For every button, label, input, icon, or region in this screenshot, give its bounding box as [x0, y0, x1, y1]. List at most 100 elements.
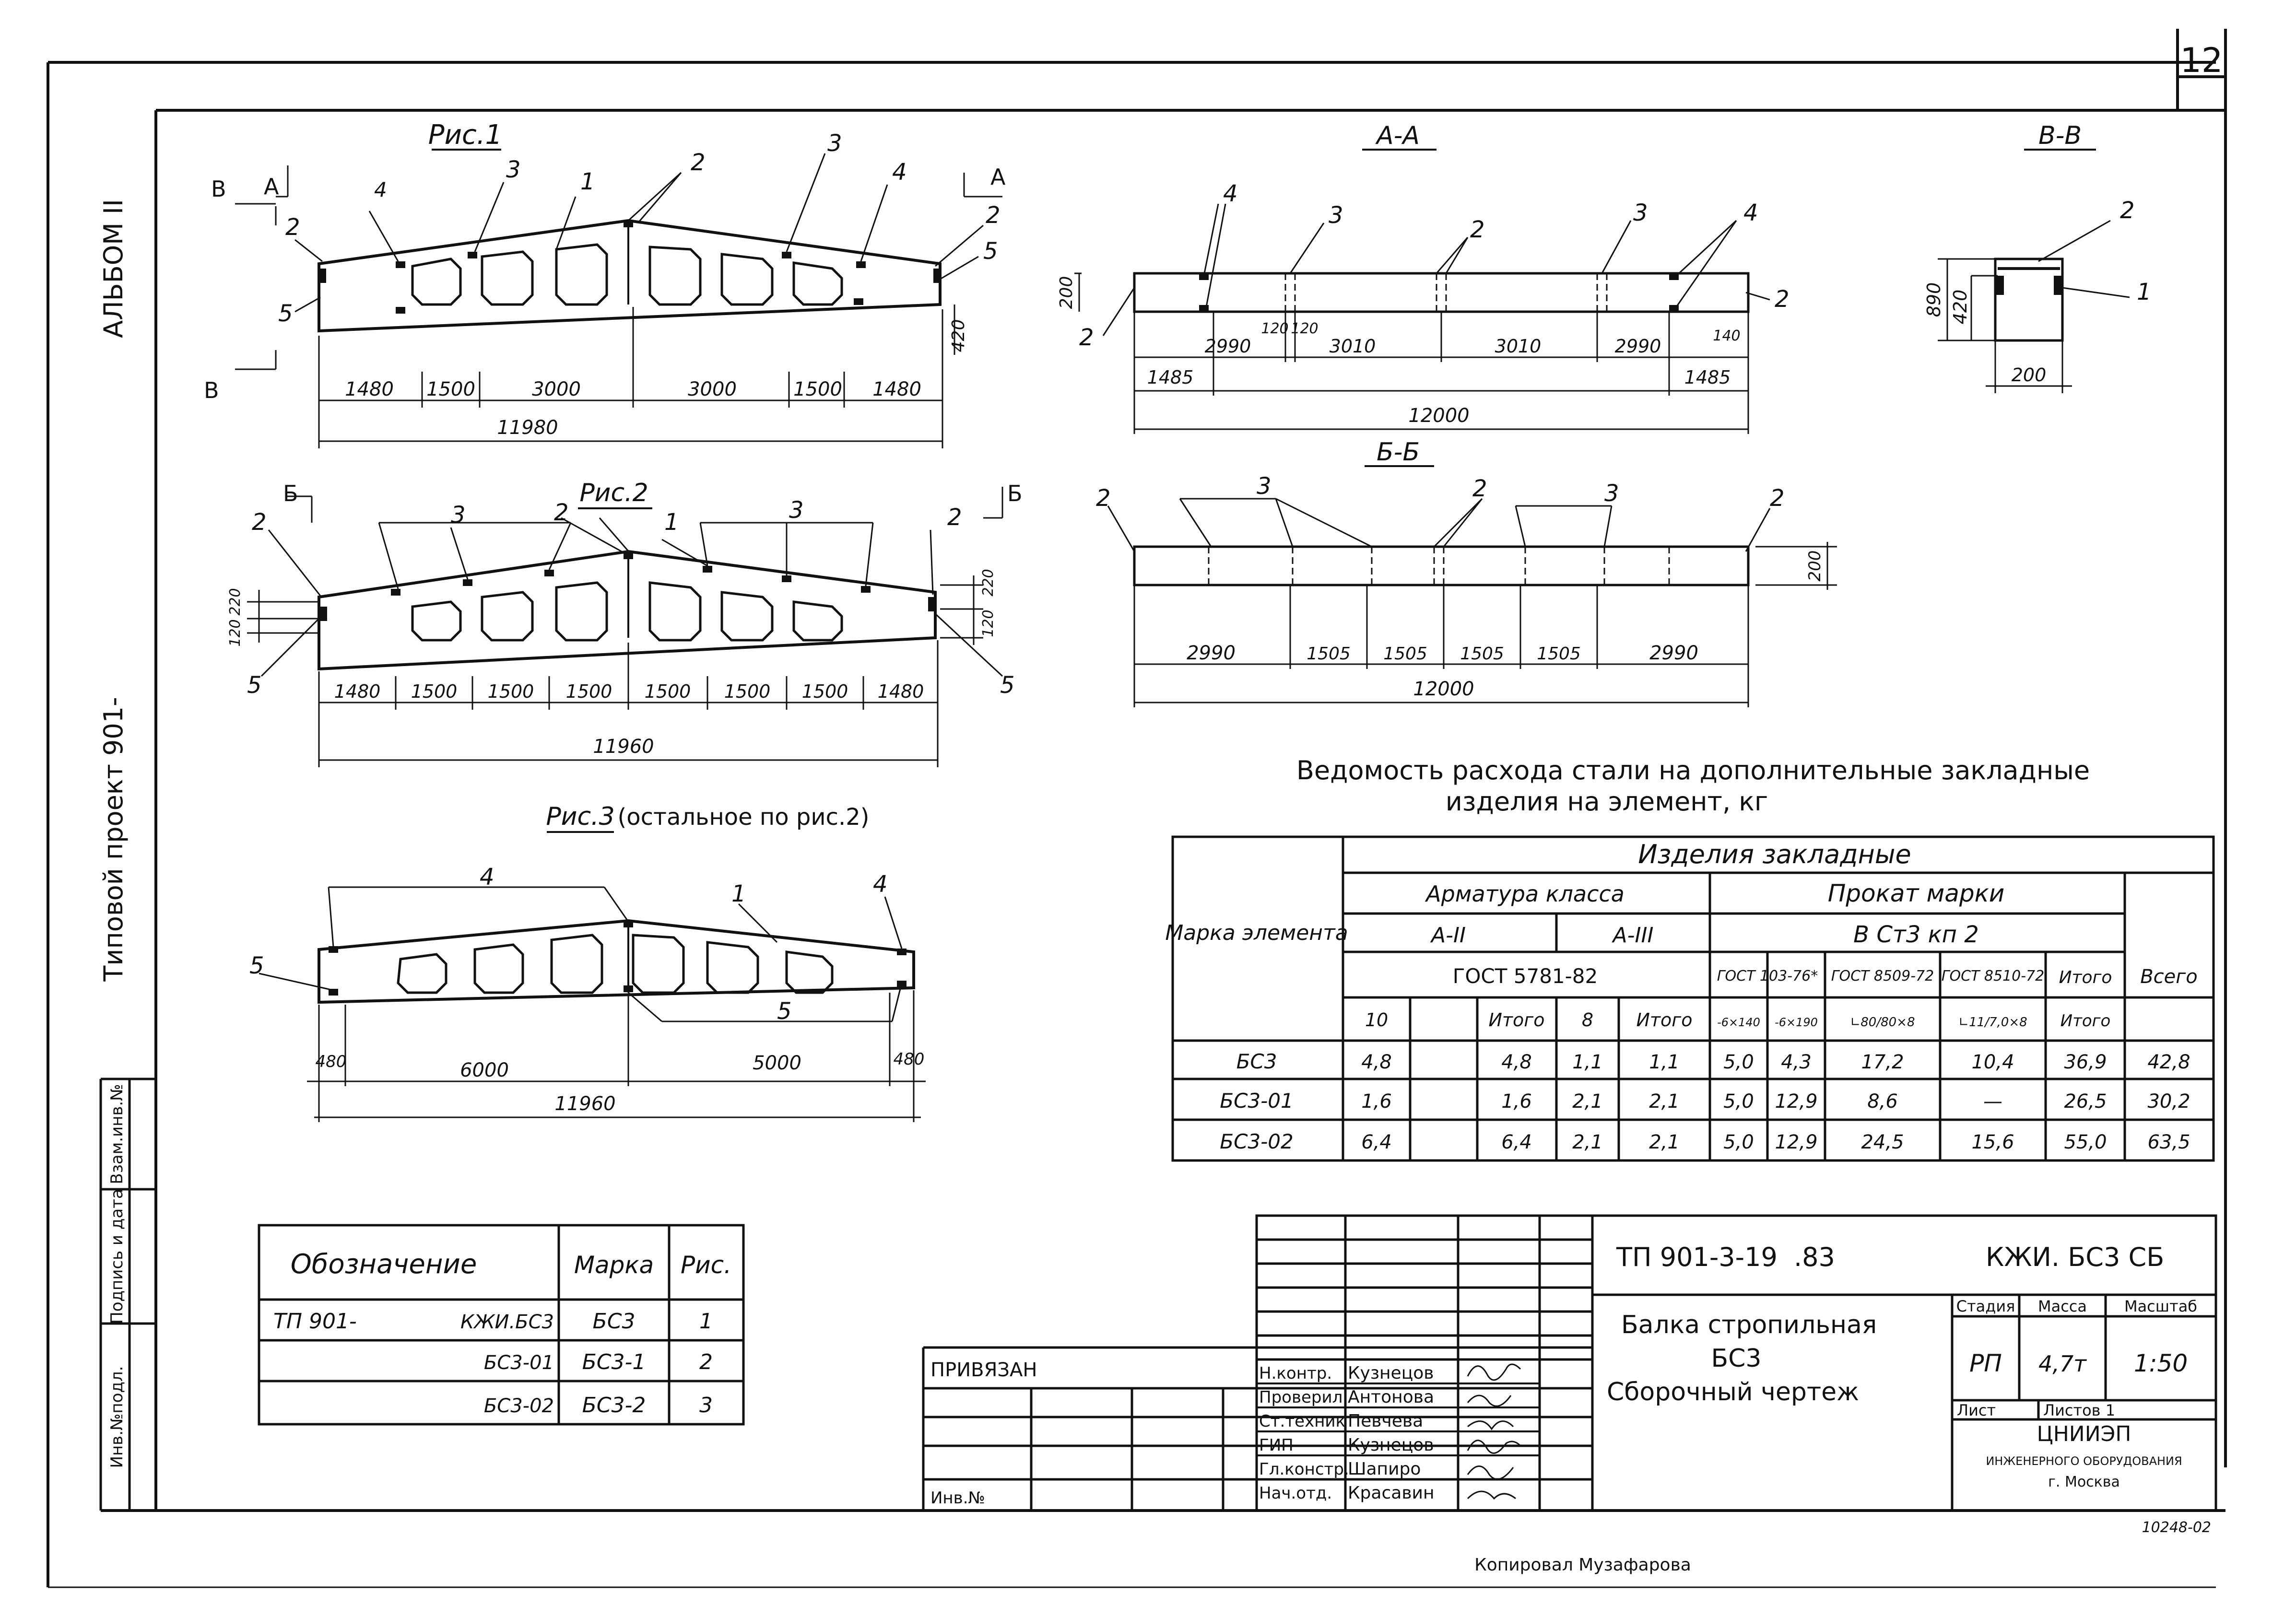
spec-table: Обозначение Марка Рис. ТП 901- КЖИ.БС3 Б… — [258, 1224, 745, 1426]
steel-cell: 4,8 — [1501, 1051, 1532, 1073]
bb-title: Б-Б — [1377, 438, 1420, 467]
fig1-mark-A-right: А — [990, 164, 1006, 190]
steel-table: Ведомость расхода стали на дополнительны… — [1165, 755, 2215, 1162]
fig1-openings — [411, 243, 843, 306]
tb-name-2: БС3 — [1711, 1344, 1761, 1373]
spec-cell: 2 — [699, 1350, 713, 1374]
fig1-mark-A-left: А — [264, 174, 279, 199]
tb-role: Н.контр. — [1259, 1364, 1332, 1383]
aa-dim-1485b: 1485 — [1684, 367, 1731, 388]
vv-height-890: 890 — [1923, 282, 1944, 317]
fig2-dim-4: 1500 — [566, 681, 612, 702]
fig1-callout-5a: 5 — [278, 300, 293, 327]
tb-org-1: ЦНИИЭП — [2037, 1422, 2131, 1446]
tb-name: Антонова — [1348, 1387, 1434, 1407]
fig3-leaders — [259, 886, 903, 1022]
aa-dim-lines — [1133, 312, 1749, 434]
fig2-view: Рис.2 — [227, 479, 1023, 767]
stamp-col-3: Взам.инв.№ — [107, 1084, 127, 1184]
steel-sub-5: Итого — [1636, 1009, 1692, 1031]
spec-h-2: Марка — [574, 1251, 654, 1279]
steel-cell: 5,0 — [1723, 1131, 1754, 1153]
aa-callout-4a: 4 — [1223, 180, 1238, 207]
fig2-mark-B-right: Б — [1007, 480, 1023, 506]
steel-cell: 1,6 — [1361, 1090, 1392, 1113]
steel-row-1: БС3 4,8 4,8 1,1 1,1 5,0 4,3 17,2 10,4 36… — [1236, 1050, 2190, 1073]
fig2-callout-3b: 3 — [789, 497, 804, 524]
spec-cell: БС3-1 — [582, 1350, 646, 1374]
bb-dim-6: 2990 — [1649, 642, 1698, 664]
tb-archive: 10248-02 — [2142, 1519, 2211, 1536]
fig3-dim-overall: 11960 — [554, 1093, 615, 1115]
aa-callout-2b: 2 — [1470, 216, 1485, 243]
bb-height: 200 — [1805, 551, 1825, 582]
aa-callout-4b: 4 — [1743, 199, 1758, 226]
aa-dim-2990a: 2990 — [1205, 336, 1251, 357]
fig2-callout-5a: 5 — [247, 672, 262, 699]
tb-names: Кузнецов Антонова Певчева Кузнецов Шапир… — [1348, 1363, 1434, 1503]
fig1-callout-4b: 4 — [892, 159, 907, 186]
tb-role: Проверил — [1259, 1388, 1342, 1407]
steel-sub-4: 8 — [1582, 1009, 1593, 1031]
steel-row-3: БС3-02 6,4 6,4 2,1 2,1 5,0 12,9 24,5 15,… — [1220, 1130, 2190, 1153]
tb-code-year: .83 — [1794, 1242, 1835, 1272]
steel-cell: 12,9 — [1775, 1131, 1817, 1153]
stamp-col-2: Подпись и дата — [107, 1189, 127, 1324]
tb-privyazan: ПРИВЯЗАН — [930, 1359, 1037, 1381]
steel-sub-9: ∟11/7,0×8 — [1958, 1015, 2027, 1030]
steel-cell: 5,0 — [1723, 1051, 1754, 1073]
fig3-openings — [397, 934, 834, 994]
bb-dim-5: 1505 — [1537, 644, 1581, 664]
steel-h-items: Изделия закладные — [1638, 839, 1911, 869]
fig3-dim-lines — [307, 990, 926, 1122]
aa-callout-3b: 3 — [1633, 199, 1648, 226]
steel-cell: 17,2 — [1861, 1051, 1904, 1073]
vv-leaders — [1938, 220, 2130, 393]
steel-cell: 24,5 — [1861, 1131, 1904, 1153]
fig2-openings — [411, 581, 843, 642]
tb-role: ГИП — [1259, 1436, 1294, 1455]
steel-cell: 6,4 — [1361, 1131, 1392, 1153]
steel-cell: БС3-01 — [1220, 1089, 1293, 1113]
fig3-view: Рис.3 (остальное по рис.2) 4 1 4 5 — [249, 802, 926, 1122]
tb-name: Кузнецов — [1348, 1363, 1434, 1383]
steel-cell: 2,1 — [1572, 1131, 1603, 1153]
fig2-title: Рис.2 — [579, 479, 648, 507]
steel-h-a3: А-III — [1612, 923, 1654, 948]
steel-sub-7: -6×190 — [1775, 1016, 1818, 1029]
aa-dim-1485a: 1485 — [1147, 367, 1194, 388]
fig1-dim-height: 420 — [949, 319, 968, 352]
fig1-callout-5b: 5 — [983, 238, 998, 265]
fig1-callout-2a: 2 — [285, 214, 300, 241]
bb-callout-2a: 2 — [1096, 485, 1111, 512]
section-aa: А-А 4 3 2 3 4 2 2 200 — [1057, 121, 1790, 434]
vv-callout-1: 1 — [2137, 279, 2152, 305]
steel-cell: 6,4 — [1501, 1131, 1532, 1153]
fig2-left-h1: 220 — [227, 588, 244, 615]
aa-callout-2a: 2 — [1079, 324, 1094, 351]
fig3-title: Рис.3 — [546, 802, 614, 831]
bb-leaders — [1107, 498, 1837, 590]
aa-height: 200 — [1057, 276, 1076, 309]
steel-h-gost4: ГОСТ 8510-72 — [1942, 968, 2044, 984]
steel-cell: 36,9 — [2064, 1051, 2107, 1073]
fig1-dim-3: 3000 — [532, 378, 581, 400]
fig1-view: Рис.1 — [204, 119, 1006, 448]
aa-dim-2990b: 2990 — [1615, 336, 1661, 357]
fig2-callout-2b: 2 — [554, 499, 569, 526]
fig2-dim-3: 1500 — [488, 681, 534, 702]
fig1-leaders — [235, 153, 1002, 370]
aa-dim-120a: 120 — [1261, 320, 1288, 337]
tb-mass: 4,7т — [2038, 1351, 2087, 1377]
tb-name: Певчева — [1348, 1411, 1423, 1431]
spec-cell: ТП 901- — [273, 1309, 357, 1334]
fig2-dim-6: 1500 — [724, 681, 771, 702]
fig2-leaders — [247, 487, 1003, 677]
tb-scale-h: Масштаб — [2124, 1297, 2197, 1315]
fig2-dim-2: 1500 — [411, 681, 458, 702]
steel-cell: 55,0 — [2064, 1131, 2107, 1153]
fig3-callout-5a: 5 — [249, 952, 264, 979]
steel-cell: 4,8 — [1361, 1051, 1392, 1073]
tb-org-2: ИНЖЕНЕРНОГО ОБОРУДОВАНИЯ — [1986, 1454, 2182, 1468]
steel-cell: 1,1 — [1572, 1051, 1603, 1073]
